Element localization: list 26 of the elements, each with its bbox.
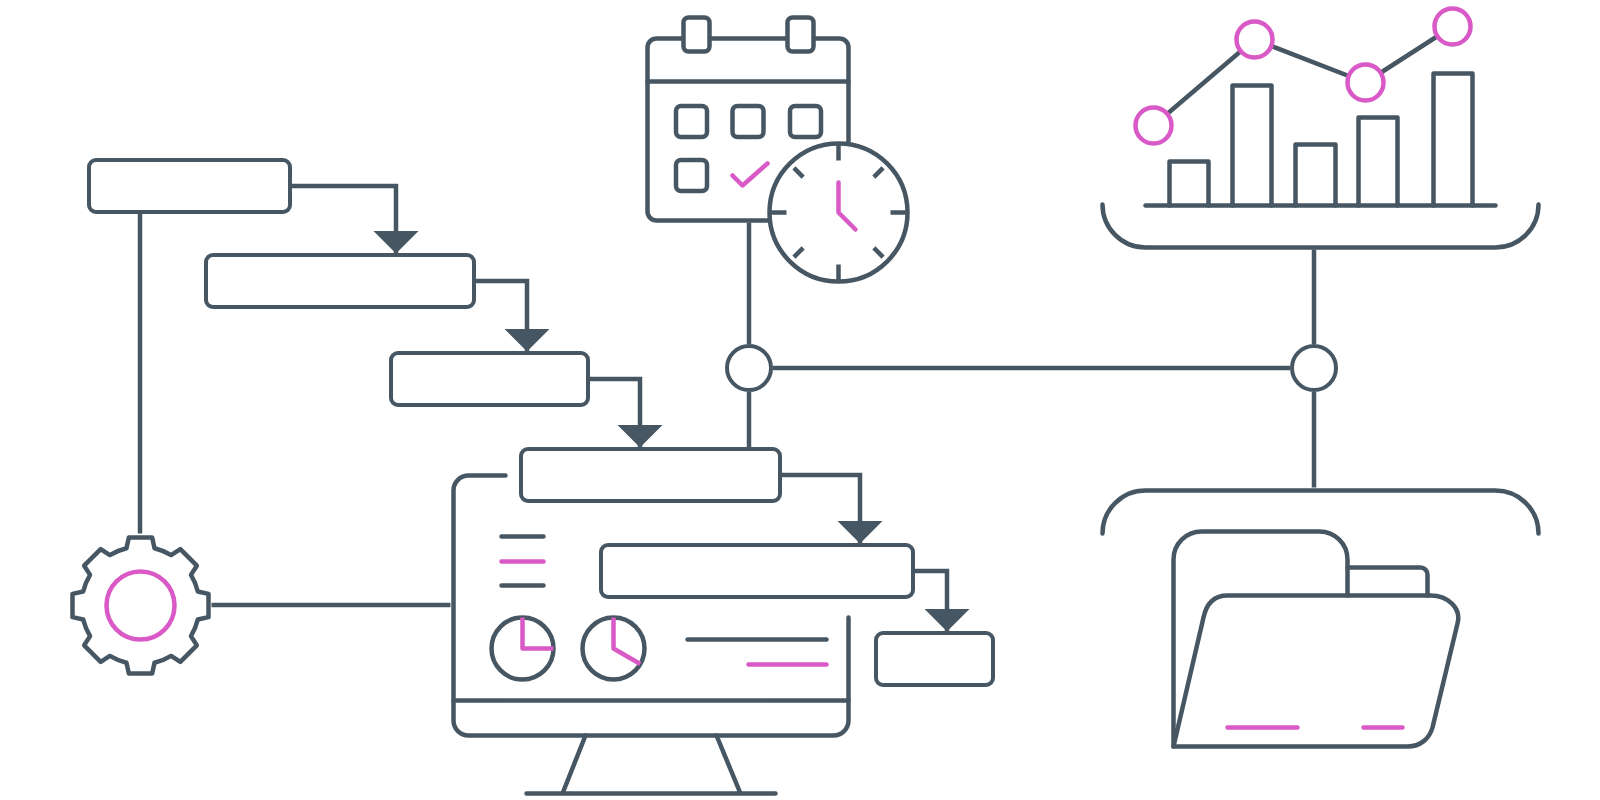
junction-circle bbox=[1290, 344, 1338, 392]
arrow bbox=[782, 472, 883, 544]
gear-icon bbox=[68, 533, 212, 677]
task-bar bbox=[874, 631, 995, 687]
arrow bbox=[590, 376, 663, 448]
arrow bbox=[476, 278, 550, 352]
monitor-icon bbox=[450, 472, 851, 796]
connector-line bbox=[746, 392, 752, 447]
bar-chart-icon bbox=[1099, 4, 1541, 250]
connector-line bbox=[1311, 249, 1317, 344]
task-bar bbox=[599, 543, 915, 599]
calendar-icon bbox=[644, 14, 851, 223]
task-bar bbox=[204, 253, 476, 309]
clock-icon bbox=[766, 140, 910, 284]
task-bar bbox=[389, 351, 590, 407]
arrow bbox=[915, 568, 970, 632]
arrow bbox=[292, 183, 419, 254]
junction-circle bbox=[725, 344, 773, 392]
connector-line bbox=[746, 222, 752, 344]
connector-line bbox=[211, 602, 451, 608]
task-bar bbox=[87, 158, 292, 214]
folder-icon bbox=[1099, 487, 1541, 749]
connector-line bbox=[137, 214, 143, 534]
connector-line bbox=[773, 365, 1290, 371]
task-bar bbox=[519, 447, 782, 503]
connector-line bbox=[1311, 392, 1317, 488]
